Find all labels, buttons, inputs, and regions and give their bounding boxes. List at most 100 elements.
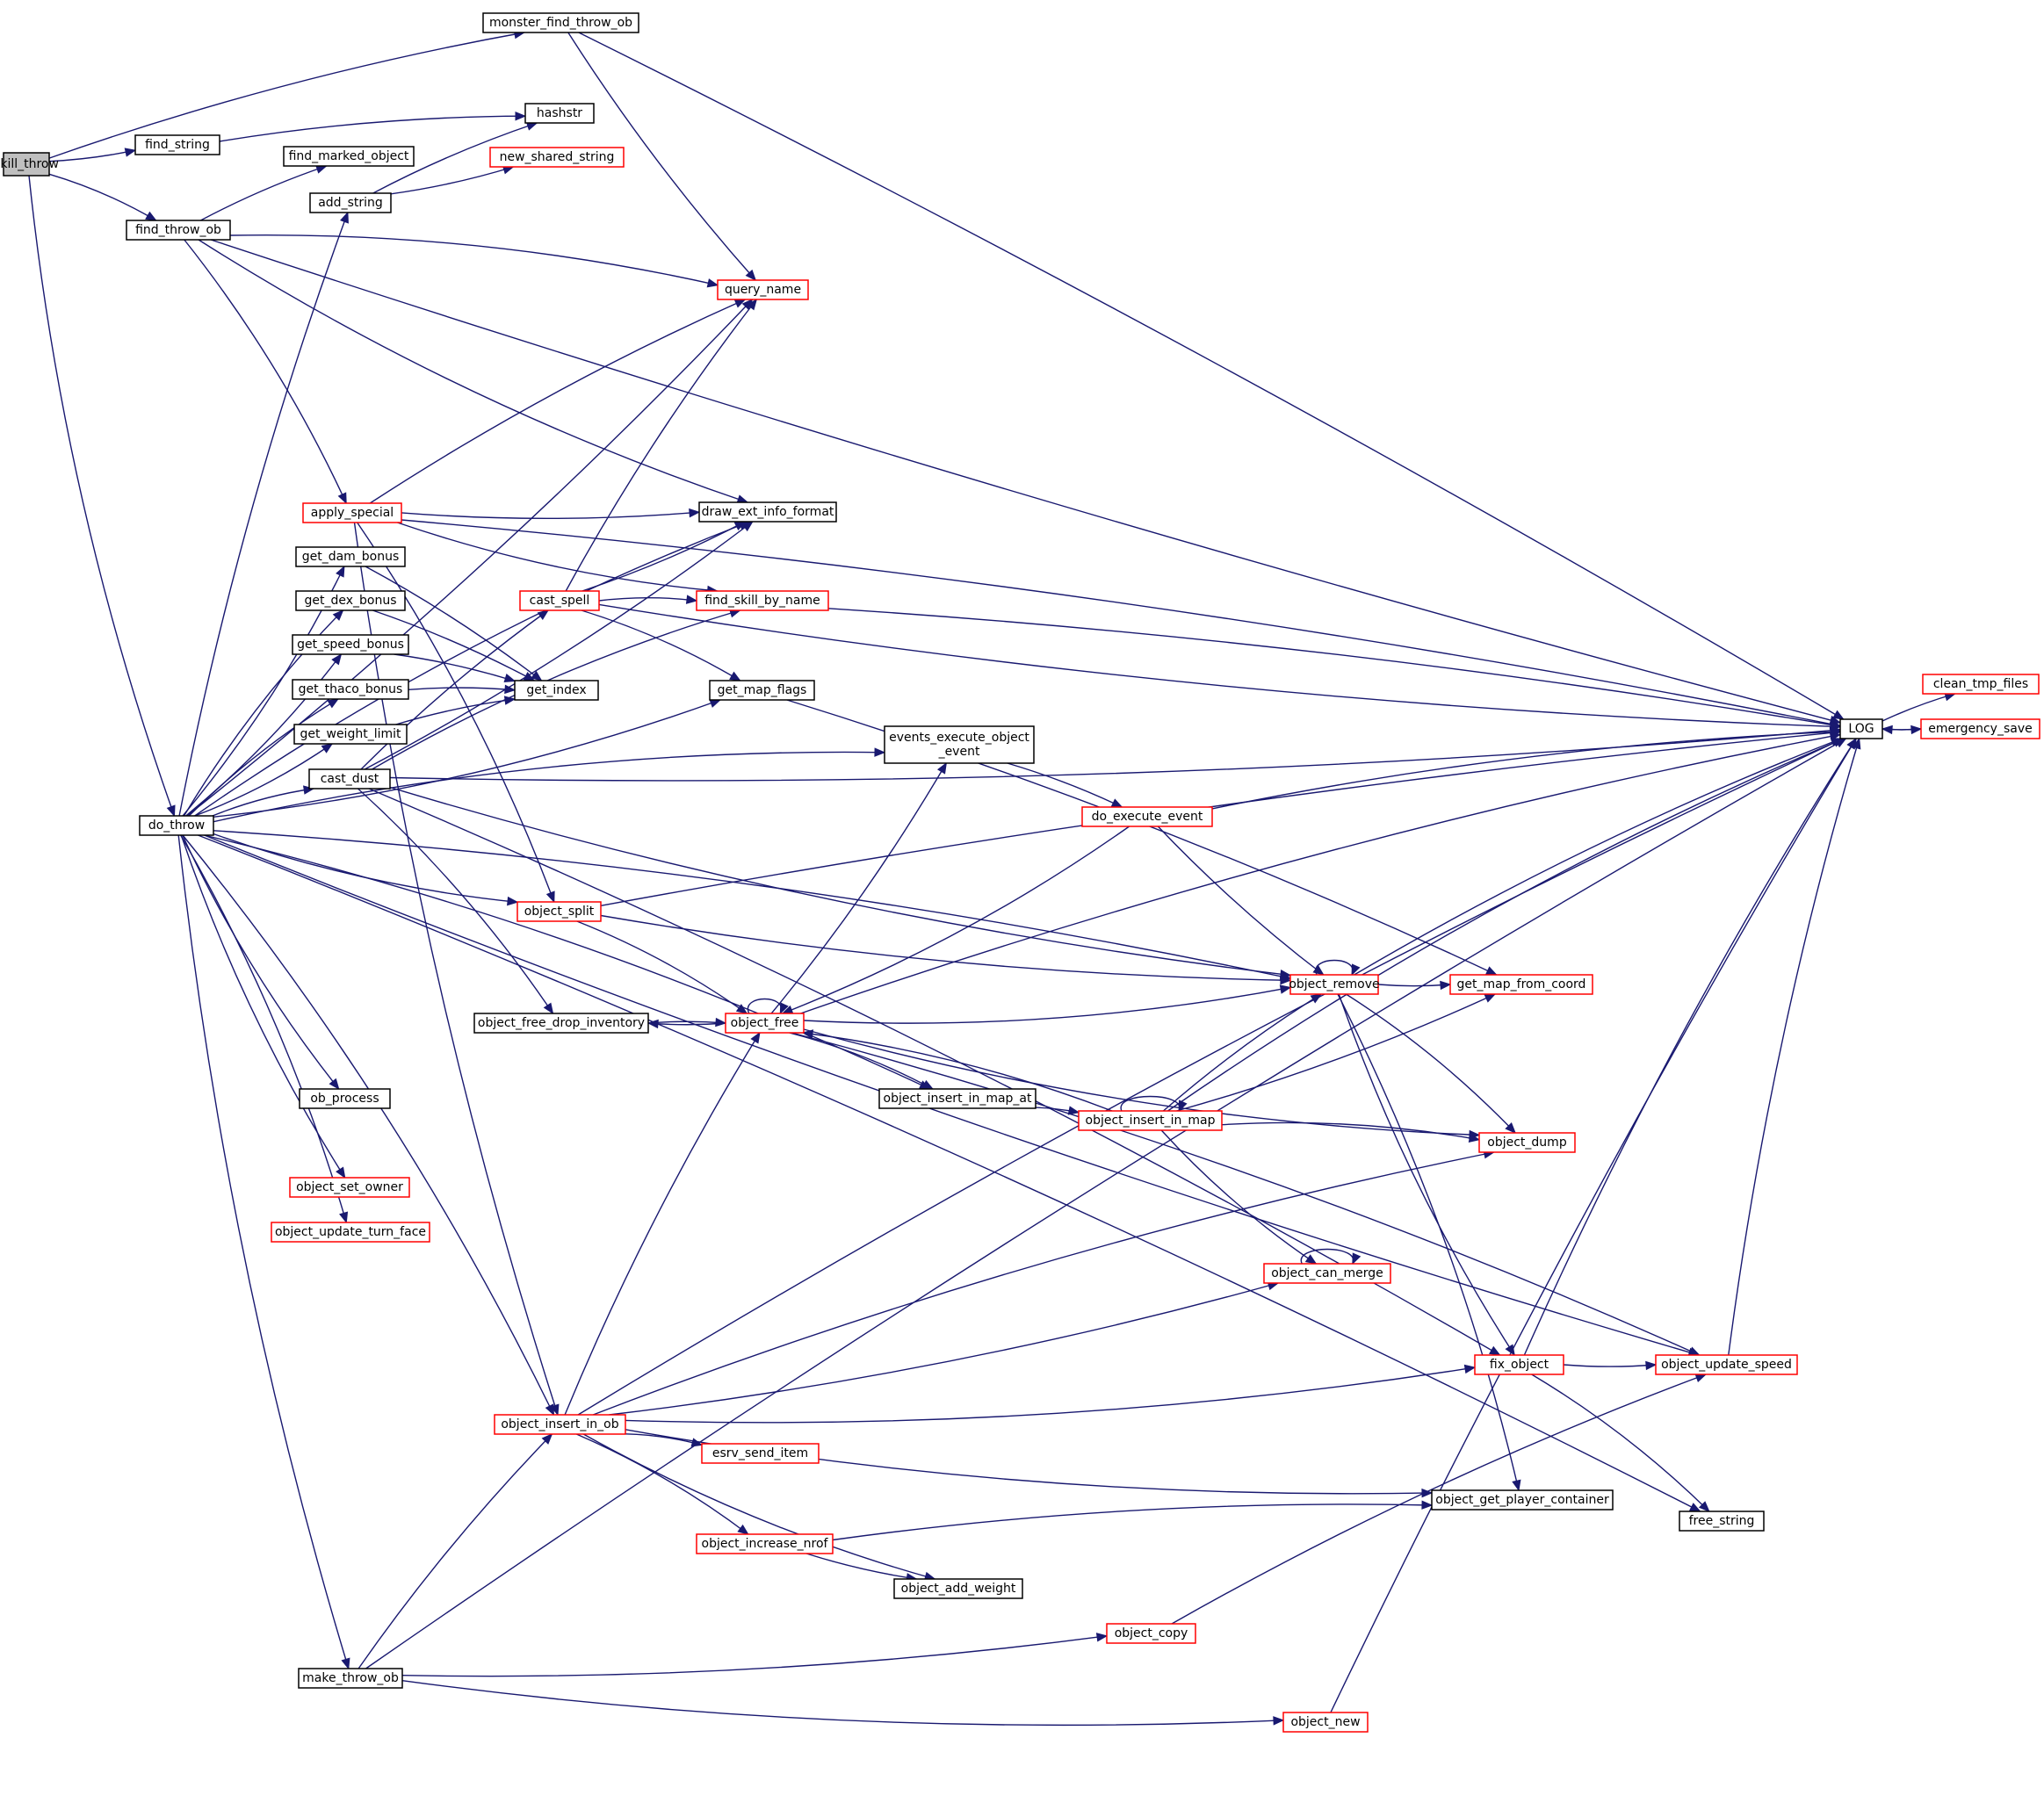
node-get-thaco-bonus[interactable]: get_thaco_bonus (292, 679, 409, 700)
node-box[interactable] (1081, 806, 1213, 827)
node-object-insert-in-map-at[interactable]: object_insert_in_map_at (878, 1088, 1036, 1109)
node-box[interactable] (134, 134, 220, 155)
node-query-name[interactable]: query_name (717, 279, 809, 300)
node-box[interactable] (698, 501, 837, 523)
node-get-dex-bonus[interactable]: get_dex_bonus (295, 590, 406, 611)
node-object-can-merge[interactable]: object_can_merge (1263, 1263, 1391, 1284)
node-apply-special[interactable]: apply_special (302, 502, 402, 523)
node-get-map-flags[interactable]: get_map_flags (709, 680, 815, 701)
node-box[interactable] (1449, 974, 1593, 995)
node-box[interactable] (293, 724, 408, 745)
node-skill-throw[interactable]: skill_throw (0, 152, 59, 177)
node-get-speed-bonus[interactable]: get_speed_bonus (292, 634, 409, 655)
node-draw-ext-info-format[interactable]: draw_ext_info_format (698, 501, 837, 523)
node-box[interactable] (1106, 1623, 1196, 1644)
node-get-map-from-coord[interactable]: get_map_from_coord (1449, 974, 1593, 995)
node-object-new[interactable]: object_new (1282, 1712, 1369, 1733)
node-hashstr[interactable]: hashstr (524, 103, 595, 124)
node-object-insert-in-map[interactable]: object_insert_in_map (1078, 1110, 1223, 1131)
node-box[interactable] (1078, 1110, 1223, 1131)
node-box[interactable] (1478, 1132, 1576, 1153)
node-events-execute-object-event[interactable]: events_execute_object_event (884, 725, 1035, 764)
node-add-string[interactable]: add_string (309, 192, 392, 213)
node-find-throw-ob[interactable]: find_throw_ob (126, 220, 231, 241)
node-box[interactable] (701, 1443, 820, 1464)
node-make-throw-ob[interactable]: make_throw_ob (298, 1668, 403, 1689)
node-find-skill-by-name[interactable]: find_skill_by_name (696, 590, 829, 611)
node-cast-dust[interactable]: cast_dust (308, 768, 391, 790)
node-box[interactable] (1289, 974, 1379, 995)
node-object-add-weight[interactable]: object_add_weight (893, 1578, 1023, 1599)
node-box[interactable] (3, 152, 50, 177)
node-box[interactable] (494, 1414, 626, 1435)
node-object-get-player-container[interactable]: object_get_player_container (1431, 1489, 1614, 1511)
node-object-free[interactable]: object_free (725, 1013, 805, 1034)
node-box[interactable] (139, 815, 214, 836)
node-monster-find-throw-ob[interactable]: monster_find_throw_ob (482, 12, 639, 33)
node-box[interactable] (1474, 1354, 1564, 1375)
node-box[interactable] (299, 1088, 391, 1109)
node-box[interactable] (1679, 1511, 1765, 1532)
node-box[interactable] (292, 634, 409, 655)
node-box[interactable] (295, 590, 406, 611)
node-box[interactable] (516, 901, 602, 922)
node-box[interactable] (295, 546, 406, 567)
node-box[interactable] (1655, 1354, 1798, 1375)
node-box[interactable] (482, 12, 639, 33)
node-box[interactable] (1263, 1263, 1391, 1284)
node-box[interactable] (717, 279, 809, 300)
node-box[interactable] (696, 590, 829, 611)
node-box[interactable] (519, 590, 600, 611)
node-object-free-drop-inventory[interactable]: object_free_drop_inventory (473, 1013, 649, 1034)
node-box[interactable] (1920, 718, 2040, 739)
node-box[interactable] (524, 103, 595, 124)
node-object-copy[interactable]: object_copy (1106, 1623, 1196, 1644)
node-get-weight-limit[interactable]: get_weight_limit (293, 724, 408, 745)
node-get-index[interactable]: get_index (514, 680, 599, 701)
node-box[interactable] (298, 1668, 403, 1689)
node-free-string[interactable]: free_string (1679, 1511, 1765, 1532)
node-cast-spell[interactable]: cast_spell (519, 590, 600, 611)
node-box[interactable] (696, 1533, 834, 1554)
node-box[interactable] (884, 725, 1035, 764)
node-box[interactable] (725, 1013, 805, 1034)
node-object-remove[interactable]: object_remove (1289, 974, 1380, 995)
node-box[interactable] (302, 502, 402, 523)
node-log[interactable]: LOG (1839, 718, 1883, 739)
node-box[interactable] (283, 146, 415, 167)
node-box[interactable] (1282, 1712, 1369, 1733)
node-box[interactable] (893, 1578, 1023, 1599)
node-object-update-turn-face[interactable]: object_update_turn_face (271, 1222, 430, 1243)
node-emergency-save[interactable]: emergency_save (1920, 718, 2040, 739)
node-box[interactable] (878, 1088, 1036, 1109)
node-fix-object[interactable]: fix_object (1474, 1354, 1564, 1375)
node-get-dam-bonus[interactable]: get_dam_bonus (295, 546, 406, 567)
node-do-throw[interactable]: do_throw (139, 815, 214, 836)
node-do-execute-event[interactable]: do_execute_event (1081, 806, 1213, 827)
node-box[interactable] (271, 1222, 430, 1243)
node-object-insert-in-ob[interactable]: object_insert_in_ob (494, 1414, 626, 1435)
node-object-increase-nrof[interactable]: object_increase_nrof (696, 1533, 834, 1554)
node-box[interactable] (473, 1013, 649, 1034)
node-box[interactable] (1431, 1489, 1614, 1511)
node-box[interactable] (289, 1177, 410, 1198)
node-box[interactable] (309, 192, 392, 213)
node-box[interactable] (308, 768, 391, 790)
node-box[interactable] (1839, 718, 1883, 739)
node-box[interactable] (1922, 674, 2040, 695)
node-find-string[interactable]: find_string (134, 134, 220, 155)
node-box[interactable] (126, 220, 231, 241)
node-box[interactable] (292, 679, 409, 700)
node-box[interactable] (514, 680, 599, 701)
node-new-shared-string[interactable]: new_shared_string (489, 147, 625, 168)
node-object-update-speed[interactable]: object_update_speed (1655, 1354, 1798, 1375)
node-object-split[interactable]: object_split (516, 901, 602, 922)
node-box[interactable] (709, 680, 815, 701)
node-clean-tmp-files[interactable]: clean_tmp_files (1922, 674, 2040, 695)
node-esrv-send-item[interactable]: esrv_send_item (701, 1443, 820, 1464)
node-box[interactable] (489, 147, 625, 168)
node-object-dump[interactable]: object_dump (1478, 1132, 1576, 1153)
node-ob-process[interactable]: ob_process (299, 1088, 391, 1109)
node-find-marked-object[interactable]: find_marked_object (283, 146, 415, 167)
node-object-set-owner[interactable]: object_set_owner (289, 1177, 410, 1198)
